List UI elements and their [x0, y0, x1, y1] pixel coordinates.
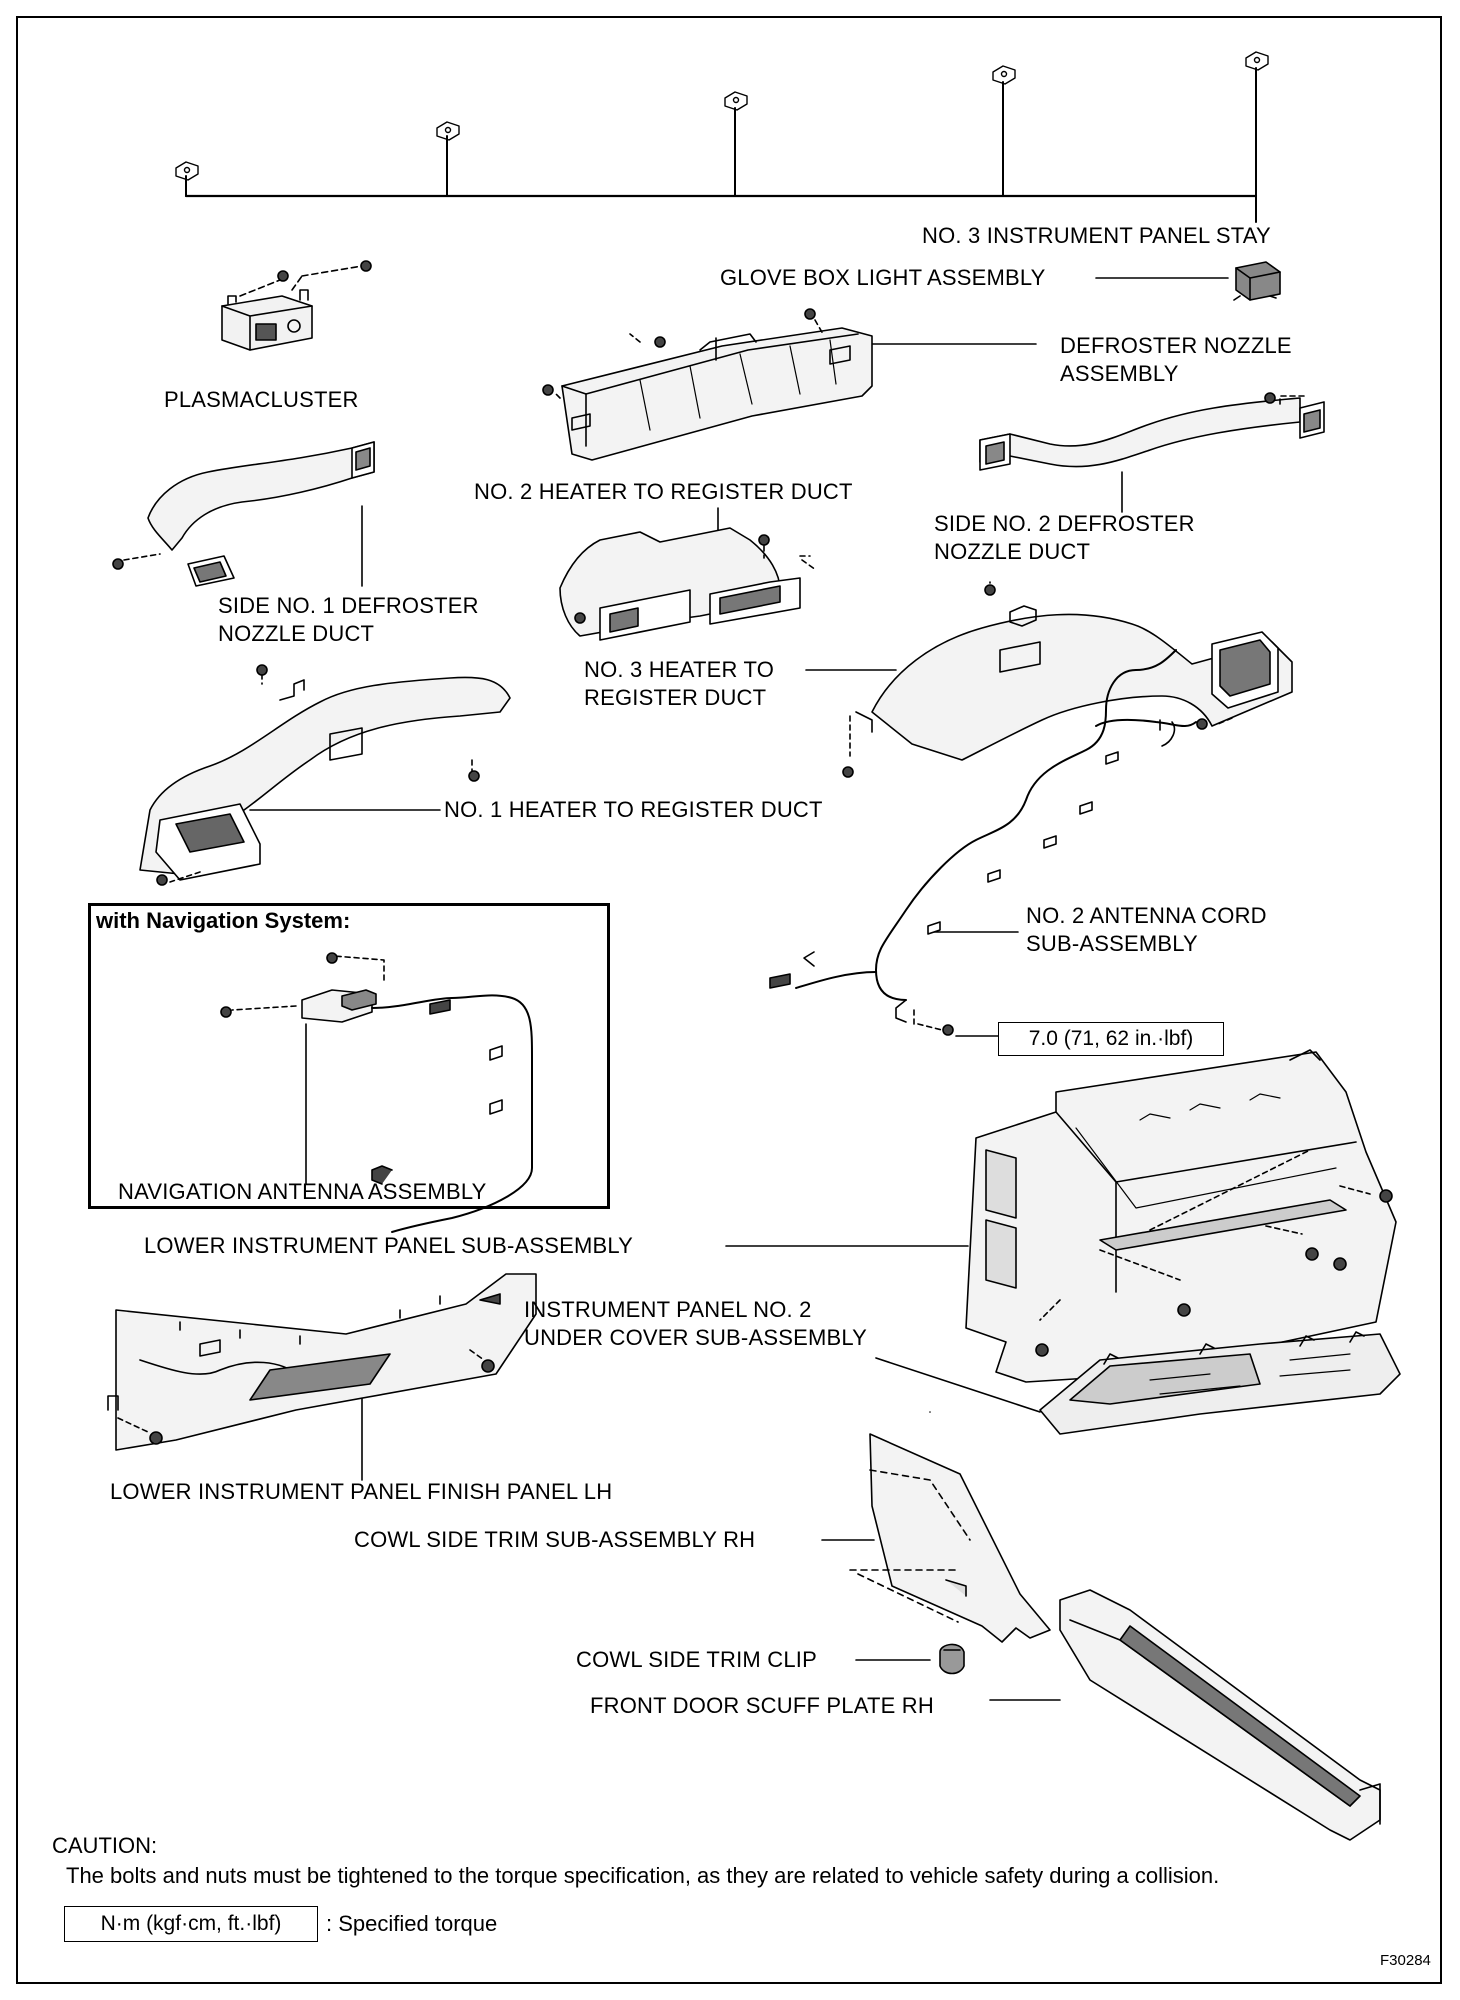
no2-antenna-cord [769, 649, 1197, 1037]
label-no3-heater-duct-line1: NO. 3 HEATER TO [584, 657, 775, 682]
under-cover [875, 1331, 1401, 1435]
navigation-antenna-assembly [220, 952, 533, 1233]
navigation-box-title: with Navigation System: [96, 908, 351, 933]
cowl-side-trim-clip [855, 1643, 965, 1675]
side-no2-defroster-duct [979, 392, 1325, 513]
label-plasmacluster: PLASMACLUSTER [164, 387, 359, 412]
label-defroster-nozzle-line1: DEFROSTER NOZZLE [1060, 333, 1292, 358]
label-navigation-antenna: NAVIGATION ANTENNA ASSEMBLY [118, 1179, 487, 1204]
cowl-side-trim-rh [821, 1433, 1051, 1643]
label-instrument-panel-stay: NO. 3 INSTRUMENT PANEL STAY [922, 223, 1271, 248]
side-no1-defroster-duct [112, 441, 375, 587]
navigation-system-box [88, 903, 610, 1209]
label-defroster-nozzle-line2: ASSEMBLY [1060, 361, 1179, 386]
plasmacluster-unit [221, 260, 372, 351]
label-side1-defroster-line1: SIDE NO. 1 DEFROSTER [218, 593, 479, 618]
label-side2-defroster-line2: NOZZLE DUCT [934, 539, 1091, 564]
label-under-cover-line2: UNDER COVER SUB-ASSEMBLY [524, 1325, 868, 1350]
label-under-cover-line1: INSTRUMENT PANEL NO. 2 [524, 1297, 812, 1322]
label-glove-box-light: GLOVE BOX LIGHT ASSEMBLY [720, 265, 1046, 290]
label-side1-defroster-line2: NOZZLE DUCT [218, 621, 375, 646]
lower-instrument-panel [725, 1049, 1397, 1383]
no2-heater-register-duct [559, 507, 817, 641]
glove-box-light [1095, 261, 1281, 301]
label-lower-finish-panel-lh: LOWER INSTRUMENT PANEL FINISH PANEL LH [110, 1479, 613, 1504]
label-antenna-cord-line2: SUB-ASSEMBLY [1026, 931, 1198, 956]
front-door-scuff-plate-rh [989, 1589, 1381, 1841]
label-cowl-side-trim-clip: COWL SIDE TRIM CLIP [576, 1647, 817, 1672]
label-no1-heater-duct: NO. 1 HEATER TO REGISTER DUCT [444, 797, 823, 822]
label-front-door-scuff-plate: FRONT DOOR SCUFF PLATE RH [590, 1693, 934, 1718]
lower-finish-panel-lh [107, 1273, 537, 1481]
no1-heater-register-duct [139, 664, 511, 886]
figure-code: F30284 [1380, 1952, 1431, 1969]
diagram-frame [16, 16, 1442, 1984]
torque-legend-box: N·m (kgf·cm, ft.·lbf) [64, 1906, 318, 1942]
label-cowl-side-trim: COWL SIDE TRIM SUB-ASSEMBLY RH [354, 1527, 756, 1552]
label-antenna-cord-line1: NO. 2 ANTENNA CORD [1026, 903, 1267, 928]
defroster-nozzle-assembly [542, 308, 1037, 461]
label-lower-instrument-panel: LOWER INSTRUMENT PANEL SUB-ASSEMBLY [144, 1233, 634, 1258]
label-no2-heater-duct: NO. 2 HEATER TO REGISTER DUCT [474, 479, 853, 504]
caution-title: CAUTION: [52, 1833, 158, 1858]
torque-legend-text: : Specified torque [326, 1911, 498, 1936]
no3-heater-register-duct [805, 581, 1293, 778]
label-no3-heater-duct-line2: REGISTER DUCT [584, 685, 767, 710]
instrument-panel-stay [175, 51, 1269, 223]
caution-text: The bolts and nuts must be tightened to … [66, 1863, 1220, 1888]
label-side2-defroster-line1: SIDE NO. 2 DEFROSTER [934, 511, 1195, 536]
torque-spec-box: 7.0 (71, 62 in.·lbf) [998, 1022, 1224, 1056]
